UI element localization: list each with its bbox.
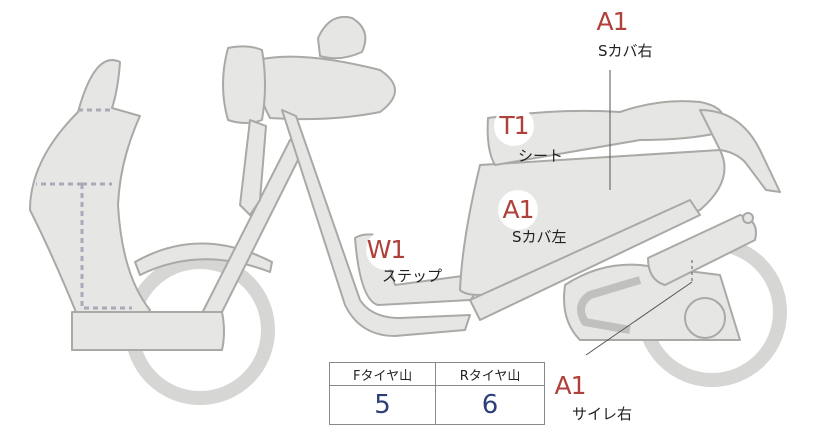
main-frame <box>281 109 471 337</box>
headlight <box>222 45 266 124</box>
rear-tail <box>699 109 781 193</box>
front-shield-damage-outline <box>36 108 132 310</box>
code-badge: A1 <box>550 366 590 406</box>
tread-depth-table: Fタイヤ山 Rタイヤ山 5 6 <box>328 362 545 425</box>
rear-axle <box>742 212 754 224</box>
part-label-step: ステップ <box>382 267 443 285</box>
part-label-left-cover: Sカバ左 <box>512 228 567 246</box>
lower-frame <box>239 119 267 216</box>
leader-line-muffler-diag <box>585 281 693 356</box>
floor-guard <box>71 311 225 351</box>
front-tire-value: 5 <box>328 385 437 425</box>
part-label-muffler-right: サイレ右 <box>572 405 633 423</box>
code-badge: W1 <box>366 230 406 270</box>
part-label-right-cover: Sカバ右 <box>598 42 653 60</box>
code-badge: A1 <box>592 2 632 42</box>
handle-cover <box>256 55 396 121</box>
code-badge: T1 <box>494 106 534 146</box>
swing-arm <box>469 199 701 321</box>
mirror <box>317 16 367 60</box>
rear-tire-value: 6 <box>435 385 545 425</box>
seat <box>486 100 726 166</box>
rear-tire-header: Rタイヤ山 <box>435 362 545 386</box>
code-badge: A1 <box>498 190 538 230</box>
part-label-seat: シート <box>518 147 564 165</box>
rear-hub <box>684 297 726 339</box>
front-leg-shield <box>29 59 151 323</box>
front-tire-header: Fタイヤ山 <box>328 362 437 386</box>
exhaust-pipe <box>577 276 642 334</box>
